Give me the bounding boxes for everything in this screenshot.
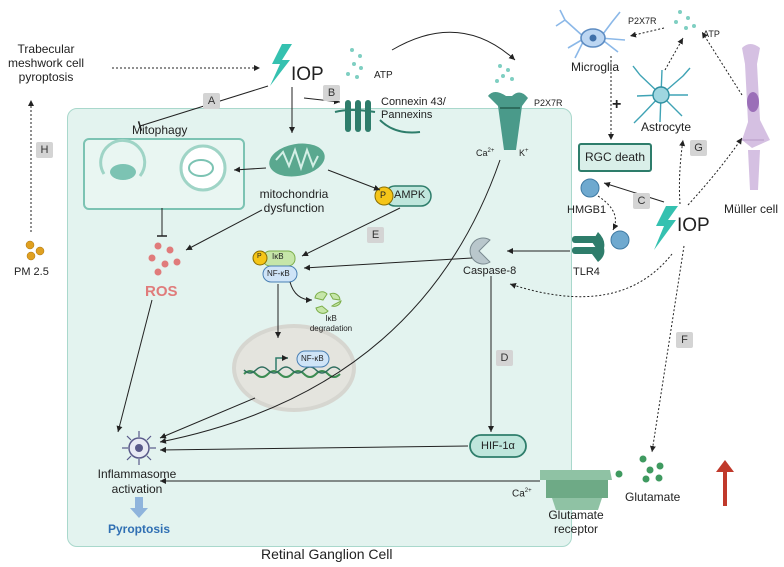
- astrocyte-icon: [632, 65, 691, 124]
- nucleus-icon: [232, 324, 356, 412]
- p2x7r-microglia-label: P2X7R: [628, 16, 657, 26]
- atp-dots: [495, 64, 514, 83]
- increase-arrow-icon: [723, 470, 727, 506]
- hmgb1-icon: [580, 178, 600, 198]
- glutamate-label: Glutamate: [625, 490, 681, 504]
- glutamate-receptor-label: Glutamate receptor: [548, 508, 604, 536]
- glutamate-dots: [615, 455, 664, 483]
- nfkb-pill: [262, 265, 298, 283]
- ampk-p-label: P: [380, 190, 387, 200]
- pyroptosis-label: Pyroptosis: [108, 522, 171, 536]
- p2x7r-receptor-icon: [488, 92, 528, 150]
- atp-top-label: ATP: [374, 70, 393, 81]
- tlr4-label: TLR4: [573, 266, 600, 278]
- caspase8-label: Caspase-8: [463, 265, 517, 277]
- inflammasome-label: Inflammasome activation: [97, 467, 177, 496]
- lightning-bolt-icon: [270, 44, 292, 86]
- phosphate-icon: [374, 186, 394, 206]
- badge-b: B: [323, 85, 340, 101]
- connexin-channel-icon: [334, 100, 421, 134]
- lightning-bolt-icon: [654, 206, 678, 250]
- ros-dots: [148, 242, 181, 276]
- trabecular-label: Trabecular meshwork cell pyroptosis: [7, 42, 85, 84]
- hmgb1-bound-icon: [610, 230, 630, 250]
- down-arrow-icon: [130, 497, 148, 518]
- glutamate-receptor-icon: [540, 470, 612, 510]
- connexin-label: Connexin 43/ Pannexins: [381, 96, 446, 121]
- rgc-death-box: RGC death: [578, 143, 652, 172]
- autolysosome-icon: [179, 144, 227, 192]
- hif1a-pill: [469, 434, 527, 458]
- muller-cell-label: Müller cell: [724, 202, 779, 216]
- badge-f: F: [676, 332, 693, 348]
- caspase8-icon: [469, 237, 491, 265]
- transcription-arrow-icon: [275, 355, 288, 370]
- nfkb-label: NF-κB: [267, 269, 290, 278]
- ca-glutamate-label: Ca2+: [512, 488, 532, 500]
- hmgb1-label: HMGB1: [567, 204, 607, 216]
- inflammasome-icon: [122, 431, 156, 465]
- atp-right-label: ATP: [703, 29, 720, 39]
- retinal-ganglion-cell-label: Retinal Ganglion Cell: [261, 546, 393, 562]
- mitophagy-label: Mitophagy: [132, 123, 188, 137]
- mitochondria-icon: [269, 143, 325, 177]
- iop-top-label: IOP: [291, 64, 324, 85]
- autophagosome-icon: [99, 138, 147, 180]
- atp-dots: [346, 48, 363, 79]
- badge-g: G: [690, 140, 707, 156]
- calcium-label: Ca2+: [476, 148, 495, 158]
- badge-a: A: [203, 93, 220, 109]
- pm25-particles: [25, 240, 45, 261]
- potassium-label: K+: [519, 148, 529, 158]
- ros-label: ROS: [145, 283, 178, 300]
- badge-h: H: [36, 142, 53, 158]
- nfkb-nucleus-pill: [296, 350, 330, 368]
- atp-dots: [674, 10, 696, 30]
- iop-right-label: IOP: [677, 215, 710, 236]
- p2x7r-cell-label: P2X7R: [534, 98, 563, 108]
- tlr4-receptor-icon: [572, 232, 605, 262]
- ampk-label: AMPK: [394, 189, 426, 201]
- muller-cell-icon: [741, 44, 770, 190]
- ikb-degradation-label: IκB degradation: [309, 314, 353, 333]
- phosphate-icon: [252, 250, 268, 266]
- badge-e: E: [367, 227, 384, 243]
- plus-sign: +: [612, 96, 622, 113]
- astrocyte-label: Astrocyte: [641, 120, 692, 134]
- microglia-label: Microglia: [571, 60, 620, 74]
- ikb-label: IκB: [272, 252, 284, 261]
- badge-d: D: [496, 350, 513, 366]
- badge-c: C: [633, 193, 650, 209]
- microglia-icon: [555, 9, 626, 59]
- increase-arrow-head: [716, 460, 734, 472]
- nfkb-nucleus-label: NF-κB: [301, 354, 324, 363]
- pm25-label: PM 2.5: [14, 266, 49, 278]
- ikb-fragments-icon: [314, 291, 342, 314]
- mito-dysfunction-label: mitochondria dysfunction: [259, 187, 329, 215]
- ikb-p-label: P: [257, 253, 262, 260]
- hif1a-label: HIF-1α: [481, 440, 515, 452]
